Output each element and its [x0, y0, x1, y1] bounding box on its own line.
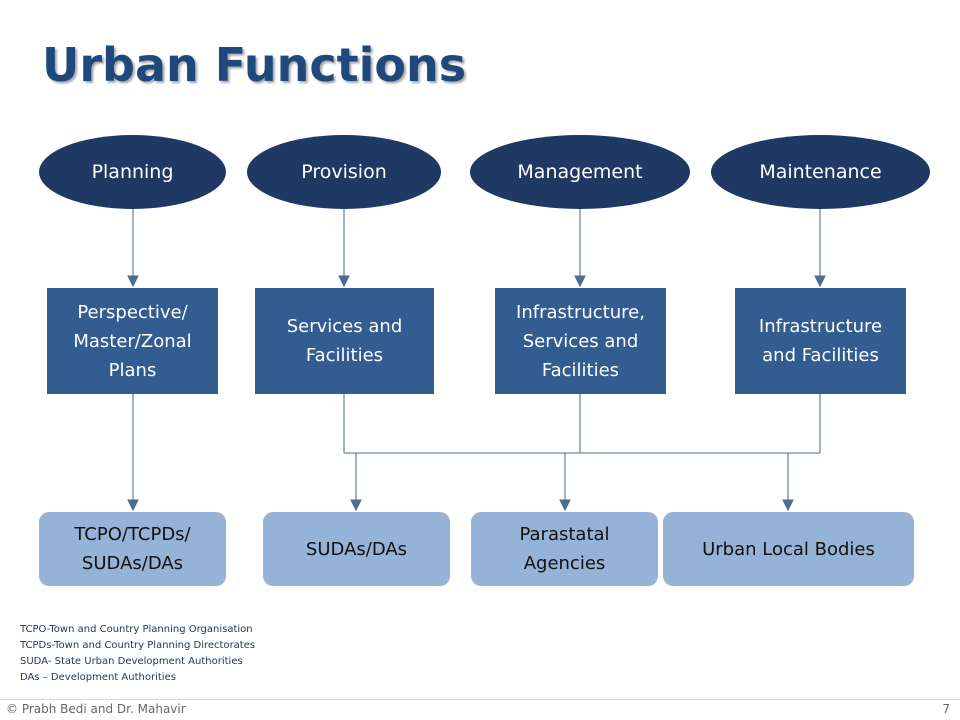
- agency-box-tcpo: TCPO/TCPDs/ SUDAs/DAs: [39, 512, 226, 586]
- scope-box-plans: Perspective/ Master/Zonal Plans: [47, 288, 218, 394]
- agency-box-parastatal: Parastatal Agencies: [471, 512, 658, 586]
- function-label: Provision: [301, 161, 387, 183]
- agency-label: Urban Local Bodies: [702, 538, 875, 560]
- function-oval-planning: Planning: [39, 135, 226, 209]
- function-label: Management: [517, 161, 643, 183]
- agency-box-ulb: Urban Local Bodies: [663, 512, 914, 586]
- scope-label: Services and Facilities: [286, 316, 403, 366]
- agency-label: SUDAs/DAs: [305, 538, 408, 560]
- abbreviation-item: SUDA- State Urban Development Authoritie…: [20, 656, 243, 667]
- page-title: Urban Functions: [42, 38, 467, 92]
- abbreviation-item: TCPO-Town and Country Planning Organisat…: [20, 624, 253, 635]
- abbreviation-notes: TCPO-Town and Country Planning Organisat…: [20, 622, 255, 686]
- scope-box-infrastructure-facilities: Infrastructure and Facilities: [735, 288, 906, 394]
- scope-box-services: Services and Facilities: [255, 288, 434, 394]
- function-label: Planning: [91, 161, 174, 183]
- scope-label: Perspective/ Master/Zonal Plans: [73, 301, 192, 381]
- function-label: Maintenance: [759, 161, 882, 183]
- agency-label: TCPO/TCPDs/ SUDAs/DAs: [74, 524, 191, 574]
- function-oval-maintenance: Maintenance: [711, 135, 930, 209]
- slide-number: 7: [942, 702, 950, 716]
- scope-box-infrastructure-services: Infrastructure, Services and Facilities: [495, 288, 666, 394]
- footer-divider: [0, 699, 960, 700]
- agency-label: Parastatal Agencies: [519, 524, 610, 574]
- scope-label: Infrastructure and Facilities: [758, 316, 883, 366]
- agency-box-sudas: SUDAs/DAs: [263, 512, 450, 586]
- function-oval-provision: Provision: [247, 135, 441, 209]
- abbreviation-item: DAs – Development Authorities: [20, 672, 176, 683]
- function-oval-management: Management: [470, 135, 690, 209]
- scope-label: Infrastructure, Services and Facilities: [516, 301, 645, 381]
- abbreviation-item: TCPDs-Town and Country Planning Director…: [20, 640, 256, 651]
- footer-credit: © Prabh Bedi and Dr. Mahavir: [6, 702, 186, 716]
